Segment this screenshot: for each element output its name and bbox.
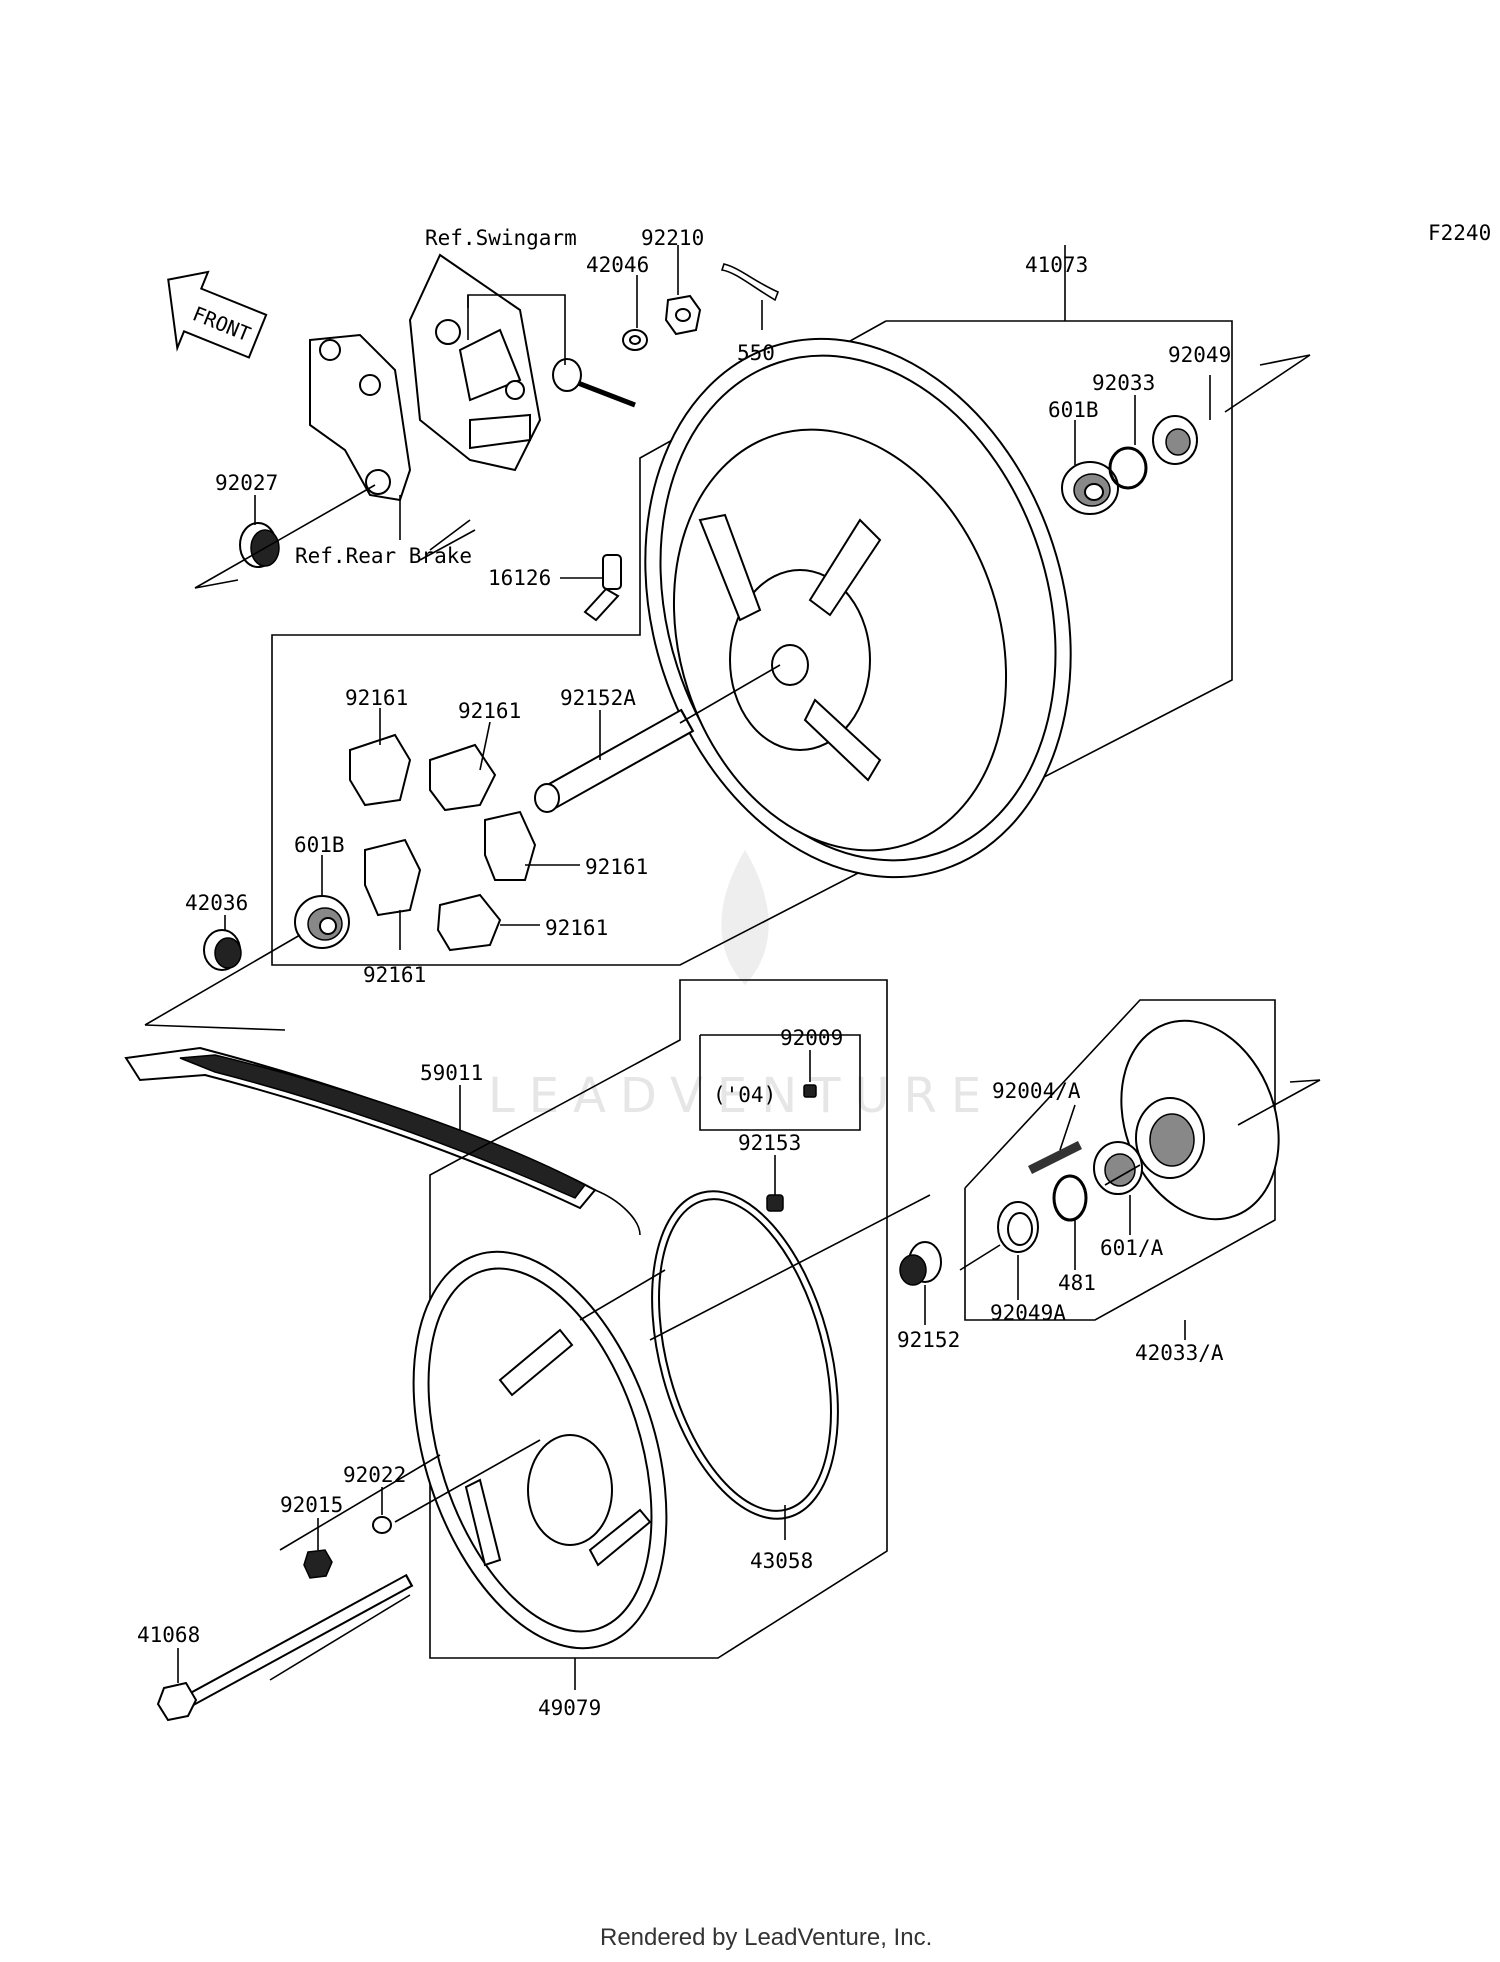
coupling-42033a: [1120, 1019, 1280, 1221]
drive-belt-59011: [124, 1046, 641, 1236]
label-ref-rear-brake: Ref.Rear Brake: [295, 544, 472, 568]
label-92161-d: 92161: [545, 916, 608, 940]
label-92049: 92049: [1168, 343, 1231, 367]
label-43058: 43058: [750, 1549, 813, 1573]
bolt-inset-frame: [699, 1034, 861, 1131]
seal-92049: [1152, 415, 1198, 465]
figure-code: F2240: [1428, 221, 1491, 245]
watermark: LEADVENTURE: [488, 850, 995, 1124]
stud-92004a: [1027, 1140, 1083, 1175]
bearing-601a: [1093, 1141, 1143, 1195]
collar-42036: [203, 929, 242, 971]
label-42046: 42046: [586, 253, 649, 277]
nut-92210: [664, 294, 702, 336]
label-92027: 92027: [215, 471, 278, 495]
damper-92161-a: [349, 733, 412, 807]
label-92161-c: 92161: [585, 855, 648, 879]
collar-92152: [899, 1241, 942, 1286]
label-92022: 92022: [343, 1463, 406, 1487]
label-92161-b: 92161: [458, 699, 521, 723]
label-92152: 92152: [897, 1328, 960, 1352]
swingarm-reference: [408, 253, 542, 472]
label-92049a: 92049A: [990, 1301, 1066, 1325]
seal-92049a: [997, 1201, 1039, 1253]
footer-credit: Rendered by LeadVenture, Inc.: [600, 1924, 932, 1951]
washer-42046: [622, 329, 648, 351]
part-labels: Ref.Swingarm 92210 42046 550 41073 92049…: [137, 226, 1231, 1720]
label-92153: 92153: [738, 1131, 801, 1155]
label-59011: 59011: [420, 1061, 483, 1085]
collar-92027: [239, 522, 280, 568]
hub-assembly-frame: [964, 999, 1276, 1321]
label-550: 550: [737, 341, 775, 365]
label-41073: 41073: [1025, 253, 1088, 277]
washer-92022: [372, 1516, 392, 1534]
label-16126: 16126: [488, 566, 551, 590]
bolt-92153: [766, 1194, 784, 1212]
bolt-92009: [803, 1084, 817, 1098]
wheel-assembly-frame: [271, 320, 1233, 966]
brake-bracket-reference: [309, 333, 412, 502]
nut-92015: [303, 1549, 333, 1579]
bearing-601b-right: [1061, 461, 1119, 515]
label-42033a: 42033/A: [1135, 1341, 1224, 1365]
axle-41068: [156, 1573, 414, 1722]
watermark-text: LEADVENTURE: [488, 1068, 995, 1124]
damper-92161-e: [436, 893, 502, 952]
damper-92161-b: [429, 743, 497, 812]
label-601b-left: 601B: [294, 833, 345, 857]
label-49079: 49079: [538, 1696, 601, 1720]
bearing-601b-left: [294, 895, 350, 949]
valve-16126: [583, 554, 622, 622]
label-92161-a: 92161: [345, 686, 408, 710]
label-92033: 92033: [1092, 371, 1155, 395]
leader-lines: [144, 245, 1321, 1690]
label-41068: 41068: [137, 1623, 200, 1647]
label-481: 481: [1058, 1271, 1096, 1295]
label-601a: 601/A: [1100, 1236, 1164, 1260]
rear-wheel-41073: [644, 337, 1072, 879]
label-92015: 92015: [280, 1493, 343, 1517]
front-arrow-icon: FRONT: [167, 270, 268, 359]
gasket-43058: [651, 1190, 839, 1520]
circlip-92033: [1108, 446, 1148, 490]
axle-adjuster-bolt: [552, 358, 636, 408]
label-42036: 42036: [185, 891, 248, 915]
label-92152a: 92152A: [560, 686, 636, 710]
label-92161-e: 92161: [363, 963, 426, 987]
circlip-481: [1052, 1174, 1088, 1222]
damper-92161-d: [484, 810, 537, 881]
label-ref-swingarm: Ref.Swingarm: [425, 226, 577, 250]
sprocket-assembly-frame: [429, 979, 888, 1659]
rear-sprocket-49079: [412, 1250, 668, 1650]
label-92009: 92009: [780, 1026, 843, 1050]
label-601b-right: 601B: [1048, 398, 1099, 422]
damper-92161-c: [364, 838, 422, 917]
label-92004a: 92004/A: [992, 1079, 1081, 1103]
label-04: ('04): [713, 1083, 776, 1107]
cotter-pin-550: [720, 263, 780, 302]
label-92210: 92210: [641, 226, 704, 250]
spacer-92152a: [534, 708, 695, 813]
